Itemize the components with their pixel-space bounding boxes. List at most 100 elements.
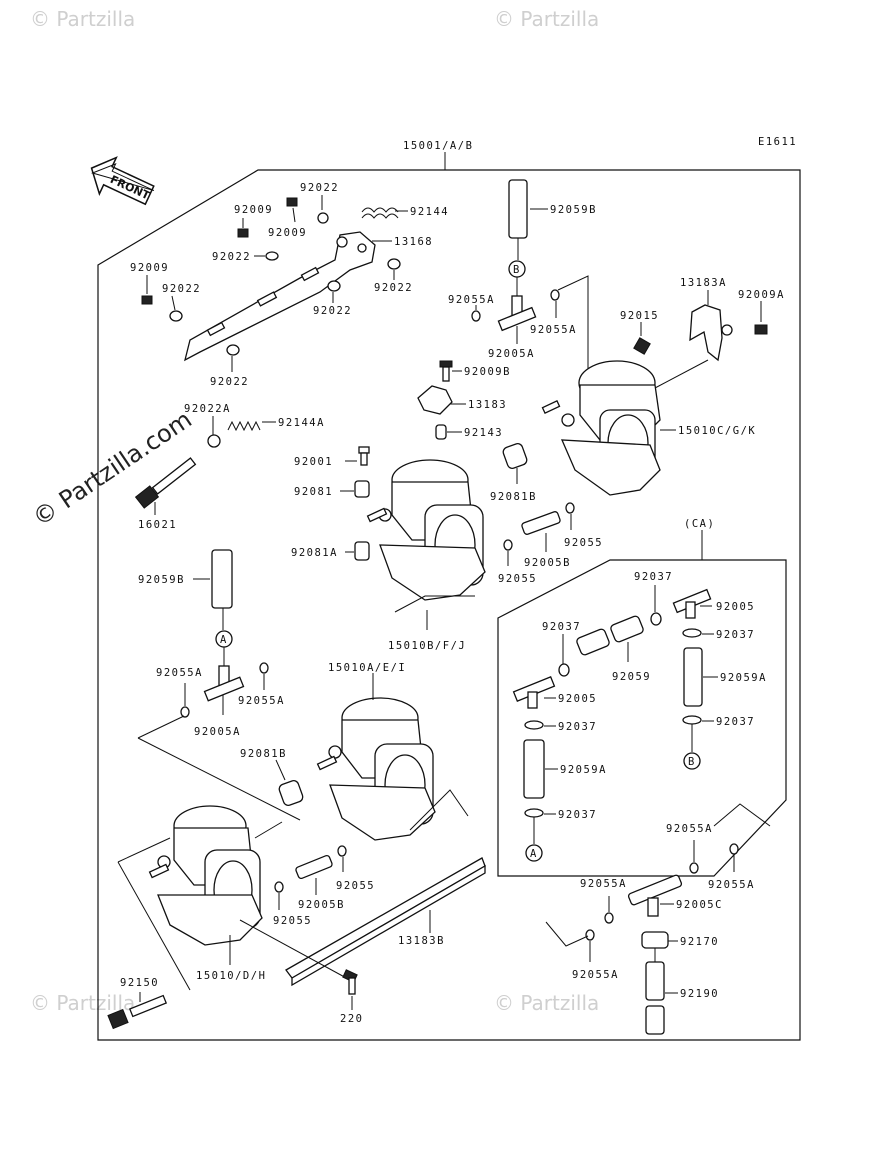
label-92055a-5: 92055A bbox=[666, 823, 713, 835]
label-92037-1: 92037 bbox=[634, 571, 673, 583]
callout-b-ca bbox=[683, 752, 701, 770]
spring-92081 bbox=[354, 480, 370, 498]
tee-92005-2 bbox=[512, 676, 556, 709]
label-92055-3: 92055 bbox=[336, 880, 375, 892]
label-15010dh: 15010/D/H bbox=[196, 970, 266, 982]
label-92022-b: 92022 bbox=[212, 251, 251, 263]
label-92009-a: 92009 bbox=[234, 204, 273, 216]
oring-92055a-7 bbox=[604, 912, 614, 924]
label-92037-5: 92037 bbox=[558, 721, 597, 733]
label-92022-f: 92022 bbox=[210, 376, 249, 388]
bolt-92009-c bbox=[141, 295, 153, 305]
callout-b-ca-text: B bbox=[688, 756, 696, 768]
label-92059a-1: 92059A bbox=[720, 672, 767, 684]
label-92022-d: 92022 bbox=[313, 305, 352, 317]
label-92009-c: 92009 bbox=[130, 262, 169, 274]
bolt-92009-b bbox=[286, 197, 298, 207]
label-92081: 92081 bbox=[294, 486, 333, 498]
oring-92055-4 bbox=[274, 881, 284, 893]
ca-subgroup-frame bbox=[497, 559, 787, 877]
label-92081b-2: 92081B bbox=[240, 748, 287, 760]
label-92022-e: 92022 bbox=[162, 283, 201, 295]
spring-92081a bbox=[354, 541, 370, 561]
label-92059b-top: 92059B bbox=[550, 204, 597, 216]
washer-92022-c bbox=[387, 258, 401, 270]
pin-92143 bbox=[435, 424, 447, 440]
label-92059a-2: 92059A bbox=[560, 764, 607, 776]
label-13168: 13168 bbox=[394, 236, 433, 248]
watermark-bottom-left: © Partzilla bbox=[30, 991, 135, 1015]
label-92005b-2: 92005B bbox=[298, 899, 345, 911]
label-92022-a: 92022 bbox=[300, 182, 339, 194]
label-15010bfj: 15010B/F/J bbox=[388, 640, 466, 652]
label-92005a-top: 92005A bbox=[488, 348, 535, 360]
carburetor-15010aei bbox=[316, 697, 436, 841]
washer-92022-f bbox=[226, 344, 240, 356]
label-92055a-2: 92055A bbox=[530, 324, 577, 336]
holder-13183 bbox=[417, 385, 453, 415]
label-13183a: 13183A bbox=[680, 277, 727, 289]
label-13183: 13183 bbox=[468, 399, 507, 411]
bolt-92009-a bbox=[237, 228, 249, 238]
label-92144a: 92144A bbox=[278, 417, 325, 429]
watermark-bottom-right: © Partzilla bbox=[494, 991, 599, 1015]
callout-a-ca-text: A bbox=[530, 848, 538, 860]
tee-92005a-top bbox=[497, 295, 537, 332]
carburetor-15010bfj bbox=[366, 459, 486, 601]
clamp-92037-5 bbox=[524, 720, 544, 730]
label-92015: 92015 bbox=[620, 310, 659, 322]
hose-92005b-1 bbox=[521, 511, 561, 535]
label-92055a-8: 92055A bbox=[572, 969, 619, 981]
label-92170: 92170 bbox=[680, 936, 719, 948]
oring-92055-1 bbox=[565, 502, 575, 514]
label-92055a-4: 92055A bbox=[156, 667, 203, 679]
front-arrow-icon: FRONT bbox=[90, 156, 155, 206]
throttle-bracket-13168 bbox=[184, 231, 376, 362]
watermark-diagonal: © Partzilla.com bbox=[28, 405, 197, 532]
label-92037-2: 92037 bbox=[716, 629, 755, 641]
label-92009b: 92009B bbox=[464, 366, 511, 378]
label-92037-6: 92037 bbox=[558, 809, 597, 821]
label-92144: 92144 bbox=[410, 206, 449, 218]
label-92081a: 92081A bbox=[291, 547, 338, 559]
label-13183b: 13183B bbox=[398, 935, 445, 947]
clamp-92170 bbox=[641, 931, 669, 949]
label-16021: 16021 bbox=[138, 519, 177, 531]
shaft-13183b bbox=[285, 857, 486, 987]
screw-92150 bbox=[107, 994, 168, 1030]
label-ca: (CA) bbox=[684, 518, 715, 530]
label-92037-4: 92037 bbox=[542, 621, 581, 633]
spring-92081b-1 bbox=[502, 443, 528, 469]
oring-92055a-4 bbox=[180, 706, 190, 718]
clamp-92037-1 bbox=[650, 612, 662, 626]
washer-92022a bbox=[207, 434, 221, 448]
hose-92059a-2 bbox=[523, 739, 545, 799]
oring-92055a-2 bbox=[550, 289, 560, 301]
label-92005c: 92005C bbox=[676, 899, 723, 911]
label-92037-3: 92037 bbox=[716, 716, 755, 728]
screw-92001 bbox=[358, 446, 370, 466]
washer-92022-d bbox=[327, 280, 341, 292]
clamp-92037-6 bbox=[524, 808, 544, 818]
screw-16021 bbox=[134, 457, 197, 509]
watermark-top-right: © Partzilla bbox=[494, 7, 599, 31]
clamp-92037-3 bbox=[682, 715, 702, 725]
callout-a-left-text: A bbox=[220, 634, 228, 646]
callout-b-top-text: B bbox=[513, 264, 521, 276]
spring-92144 bbox=[361, 207, 399, 219]
label-92055-4: 92055 bbox=[273, 915, 312, 927]
label-92059: 92059 bbox=[612, 671, 651, 683]
washer-92022-e bbox=[169, 310, 183, 322]
oring-92055-2 bbox=[503, 539, 513, 551]
label-92005a-left: 92005A bbox=[194, 726, 241, 738]
label-92190: 92190 bbox=[680, 988, 719, 1000]
hose-92059a-1 bbox=[683, 647, 703, 707]
washer-92022-a bbox=[317, 212, 329, 224]
label-92055a-7: 92055A bbox=[580, 878, 627, 890]
carburetor-15010cgk bbox=[541, 360, 661, 496]
label-92059b-left: 92059B bbox=[138, 574, 185, 586]
spring-92081b-2 bbox=[278, 780, 304, 806]
callout-a-ca bbox=[525, 844, 543, 862]
oring-92055a-8 bbox=[585, 929, 595, 941]
